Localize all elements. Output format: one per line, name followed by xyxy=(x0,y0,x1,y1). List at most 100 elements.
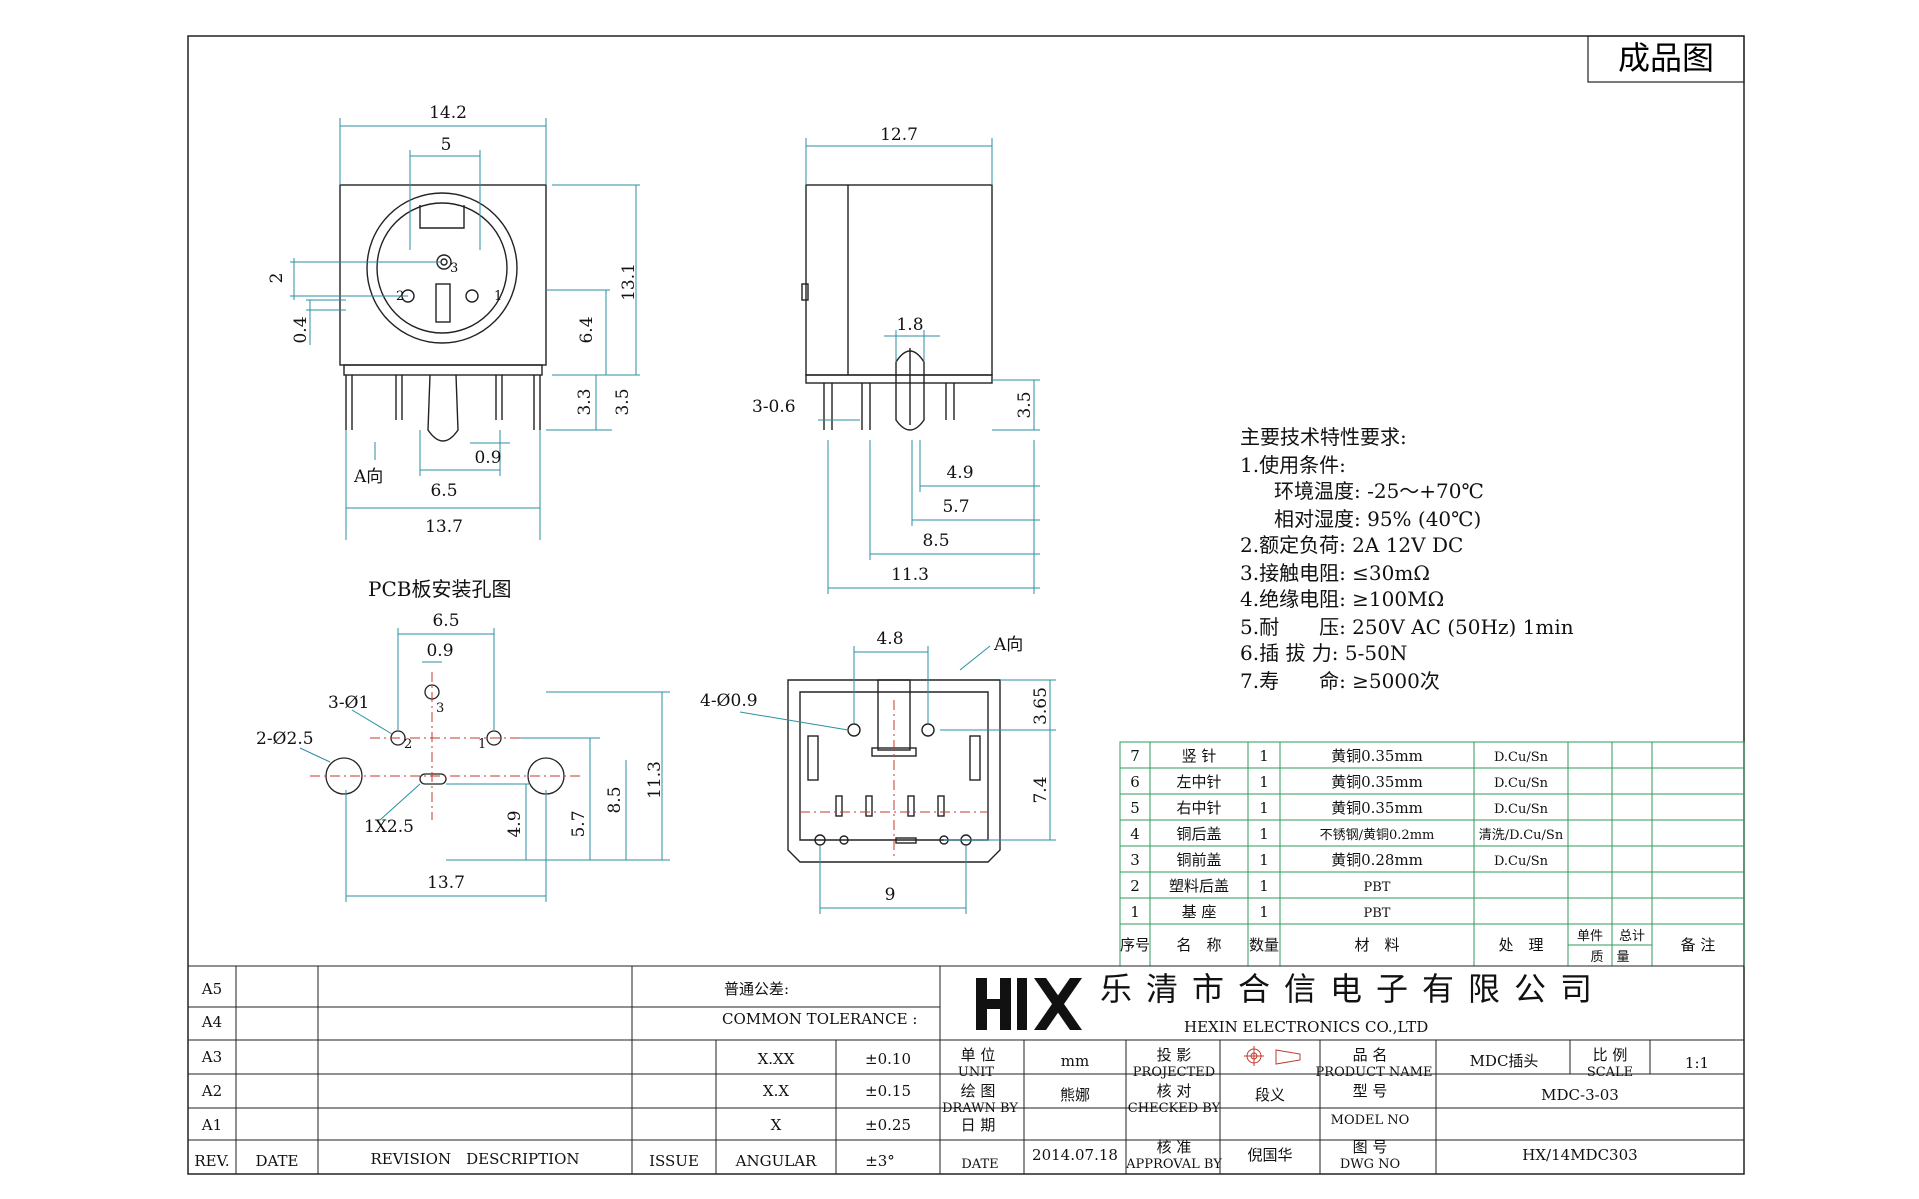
dim-label: 14.2 xyxy=(429,103,467,123)
bom-cell: 黄铜0.35mm xyxy=(1331,799,1423,817)
title-block-grid xyxy=(188,965,1744,1174)
dim-label: 3.5 xyxy=(1015,391,1035,418)
spec-line: 1.使用条件: xyxy=(1240,453,1346,477)
sheet-title: 成品图 xyxy=(1618,39,1714,77)
drawn-value: 熊娜 xyxy=(1060,1086,1090,1104)
dim-label: 12.7 xyxy=(880,125,918,145)
spec-line: 7.寿 命: ≥5000次 xyxy=(1240,669,1440,693)
bom-header: 序号 xyxy=(1120,936,1150,954)
bom-header: 单件 xyxy=(1577,929,1603,944)
bom-cell: D.Cu/Sn xyxy=(1494,854,1549,869)
front-view-dimensions xyxy=(290,118,640,540)
date-label-cn: 日 期 xyxy=(961,1116,996,1134)
bom-cell: 1 xyxy=(1259,903,1269,921)
dwg-label-cn: 图 号 xyxy=(1353,1138,1388,1156)
bom-cell: 黄铜0.35mm xyxy=(1331,747,1423,765)
bom-cell: 铜前盖 xyxy=(1176,851,1221,869)
product-name-label-cn: 品 名 xyxy=(1353,1046,1388,1064)
rev-header: REVISION DESCRIPTION xyxy=(370,1150,579,1168)
tolerance-label-en: COMMON TOLERANCE : xyxy=(722,1010,917,1028)
model-label-cn: 型 号 xyxy=(1353,1082,1388,1100)
rev-header: DATE xyxy=(256,1152,299,1170)
date-value: 2014.07.18 xyxy=(1032,1146,1118,1164)
specs-heading: 主要技术特性要求: xyxy=(1240,425,1407,449)
pin-label: 2 xyxy=(404,737,412,752)
bom-cell: 1 xyxy=(1259,877,1269,895)
dim-label: 13.7 xyxy=(425,517,463,537)
rev-cell: A2 xyxy=(201,1082,222,1100)
dim-label: 3.65 xyxy=(1031,687,1051,725)
checked-label-en: CHECKED BY xyxy=(1128,1101,1221,1116)
bom-cell: 7 xyxy=(1130,747,1140,765)
bom-cell: 黄铜0.35mm xyxy=(1331,773,1423,791)
sheet-title-box: 成品图 xyxy=(1587,35,1745,83)
rev-cell: A4 xyxy=(201,1013,222,1031)
spec-line: 5.耐 压: 250V AC (50Hz) 1min xyxy=(1240,615,1574,639)
dwg-value: HX/14MDC303 xyxy=(1522,1146,1637,1164)
date-label-en: DATE xyxy=(961,1157,998,1172)
company-name-en: HEXIN ELECTRONICS CO.,LTD xyxy=(1184,1018,1428,1036)
bom-header: 总计 xyxy=(1619,929,1645,944)
spec-line: 3.接触电阻: ≤30mΩ xyxy=(1240,561,1430,585)
pin-label: 1 xyxy=(478,737,486,752)
rev-cell: A1 xyxy=(201,1116,222,1134)
bom-cell: 1 xyxy=(1259,773,1269,791)
scale-label-cn: 比 例 xyxy=(1593,1046,1628,1064)
dim-label: 3.5 xyxy=(613,388,633,415)
dim-label: 2-Ø2.5 xyxy=(256,729,314,749)
front-view-dim-labels: 14.2 5 13.1 2 0.4 6.4 3.3 3.5 0.9 6.5 13… xyxy=(267,103,639,537)
rev-cell: A3 xyxy=(201,1048,222,1066)
product-name-value: MDC插头 xyxy=(1470,1052,1539,1070)
dim-label: 9 xyxy=(885,885,896,905)
dim-label: 13.1 xyxy=(619,263,639,301)
dim-label: 7.4 xyxy=(1031,776,1051,803)
bom-cell: PBT xyxy=(1364,880,1391,895)
tolerance-label-cn: 普通公差: xyxy=(724,980,789,998)
scale-value: 1:1 xyxy=(1685,1054,1709,1072)
dwg-label-en: DWG NO xyxy=(1340,1157,1400,1172)
bom-cell: 1 xyxy=(1259,799,1269,817)
spec-line: 环境温度: -25～+70℃ xyxy=(1274,479,1484,503)
approval-label-cn: 核 准 xyxy=(1157,1138,1192,1156)
model-value: MDC-3-03 xyxy=(1541,1086,1619,1104)
pcb-view: PCB板安装孔图 xyxy=(256,577,670,902)
bom-table: 7 竖 针 1 黄铜0.35mm D.Cu/Sn 6 左中针 1 黄铜0.35m… xyxy=(1119,741,1745,967)
dim-label: 6.5 xyxy=(432,611,459,631)
dim-label: 6.5 xyxy=(430,481,457,501)
dim-label: 4.9 xyxy=(505,810,525,837)
spec-line: 6.插 拔 力: 5-50N xyxy=(1240,641,1407,665)
dim-label: 0.9 xyxy=(474,448,501,468)
tolerance-value: ±0.15 xyxy=(865,1082,911,1100)
dim-label: 3-0.6 xyxy=(752,397,796,417)
dim-label: 0.4 xyxy=(291,316,311,343)
dim-label: 0.9 xyxy=(426,641,453,661)
product-name-label-en: PRODUCT NAME xyxy=(1316,1065,1433,1080)
company-name-cn: 乐清市合信电子有限公司 xyxy=(1100,970,1606,1008)
bom-cell: 5 xyxy=(1130,799,1140,817)
pin-label: 3 xyxy=(436,701,444,716)
pin-label: 2 xyxy=(396,289,404,304)
checked-label-cn: 核 对 xyxy=(1157,1082,1192,1100)
dim-label: 4.9 xyxy=(946,463,973,483)
dim-label: 5.7 xyxy=(942,497,969,517)
projection-label-cn: 投 影 xyxy=(1157,1046,1192,1064)
dim-label: 1.8 xyxy=(896,315,923,335)
approval-label-en: APPROVAL BY xyxy=(1125,1157,1222,1172)
bom-cell: 黄铜0.28mm xyxy=(1331,851,1423,869)
company-logo xyxy=(976,978,1082,1030)
scale-label-en: SCALE xyxy=(1587,1065,1633,1080)
spec-line: 相对湿度: 95% (40℃) xyxy=(1274,507,1481,531)
bom-cell: 铜后盖 xyxy=(1176,825,1221,843)
technical-specs: 主要技术特性要求: 1.使用条件: 环境温度: -25～+70℃ 相对湿度: 9… xyxy=(1240,425,1574,693)
tolerance-key: X.X xyxy=(763,1082,789,1100)
direction-label: A向 xyxy=(993,635,1023,655)
bom-cell: 不锈钢/黄铜0.2mm xyxy=(1320,828,1435,843)
bom-cell: D.Cu/Sn xyxy=(1494,802,1549,817)
spec-line: 2.额定负荷: 2A 12V DC xyxy=(1240,533,1463,557)
bom-header: 备 注 xyxy=(1681,936,1716,954)
bom-cell: 1 xyxy=(1259,851,1269,869)
dim-label: 3-Ø1 xyxy=(328,693,369,713)
dim-label: 8.5 xyxy=(605,786,625,813)
tolerance-key: ANGULAR xyxy=(735,1152,817,1170)
